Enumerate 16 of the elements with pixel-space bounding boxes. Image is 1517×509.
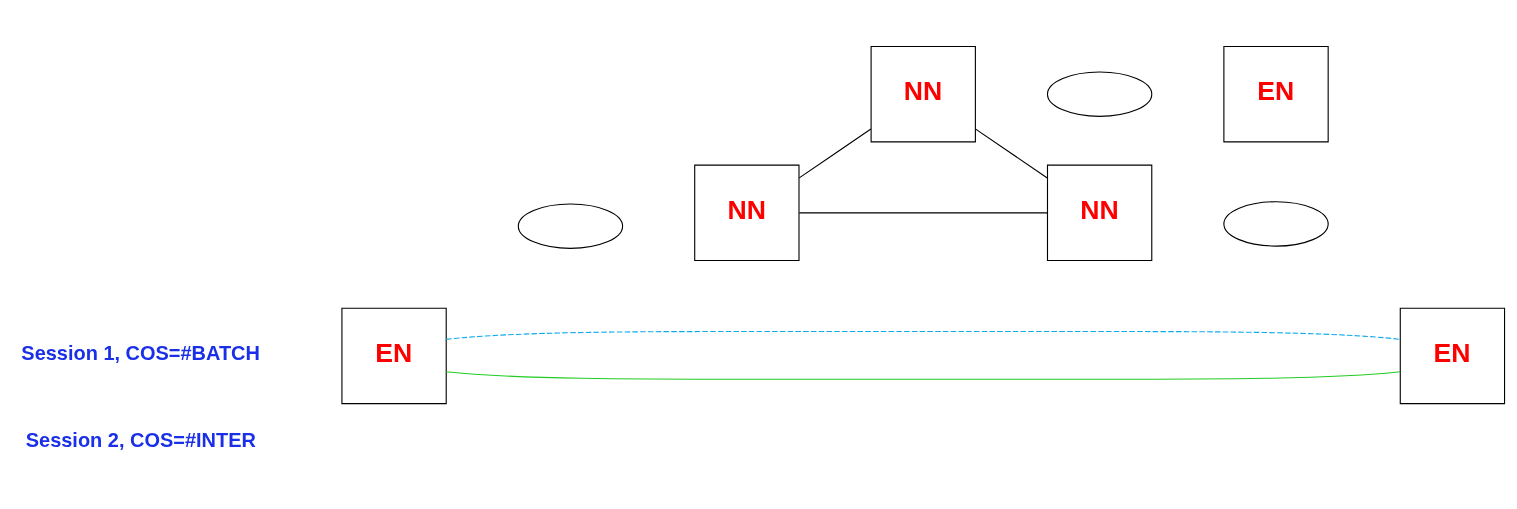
connector (445, 370, 1401, 380)
node-box: EN (341, 307, 447, 404)
node-box: EN (1399, 307, 1506, 404)
legend-label: Session 2, COS=#INTER (25, 428, 256, 451)
connector (445, 330, 1401, 340)
legend-label: Session 1, COS=#BATCH (21, 341, 260, 364)
node-box: NN (870, 45, 976, 142)
node-box: NN (1046, 164, 1153, 261)
node-ellipse (517, 202, 624, 249)
connector (975, 128, 1048, 178)
connector (798, 128, 872, 178)
node-box: EN (1223, 45, 1329, 142)
node-box: NN (694, 164, 800, 261)
connector (798, 211, 1048, 213)
node-ellipse (1223, 200, 1329, 247)
node-ellipse (1046, 70, 1153, 117)
